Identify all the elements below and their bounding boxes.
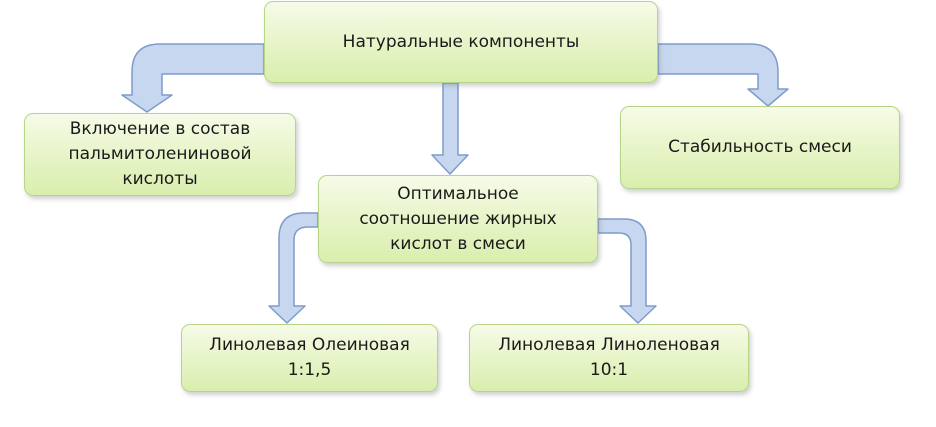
arrow-root-to-middle [431,82,469,175]
node-optimal-fatty-acid-ratio: Оптимальное соотношение жирных кислот в … [318,175,598,263]
arrow-root-to-right [657,43,789,107]
node-label: Включение в состав пальмитолениновой кис… [68,119,252,189]
node-natural-components: Натуральные компоненты [264,1,658,83]
node-label: Линолевая Линоленовая 10:1 [498,335,720,380]
arrow-middle-to-bottom-left [268,212,319,324]
node-label: Линолевая Олеиновая 1:1,5 [209,335,410,380]
node-mixture-stability: Стабильность смеси [620,106,900,189]
node-palmitoleic-inclusion: Включение в состав пальмитолениновой кис… [24,113,296,196]
arrow-root-to-left [121,43,265,113]
node-linoleic-oleic: Линолевая Олеиновая 1:1,5 [181,324,438,392]
arrow-middle-to-bottom-right [597,218,657,324]
node-label: Натуральные компоненты [342,31,580,52]
node-label: Стабильность смеси [668,137,852,157]
node-label: Оптимальное соотношение жирных кислот в … [359,183,557,254]
node-linoleic-linolenic: Линолевая Линоленовая 10:1 [469,324,749,392]
